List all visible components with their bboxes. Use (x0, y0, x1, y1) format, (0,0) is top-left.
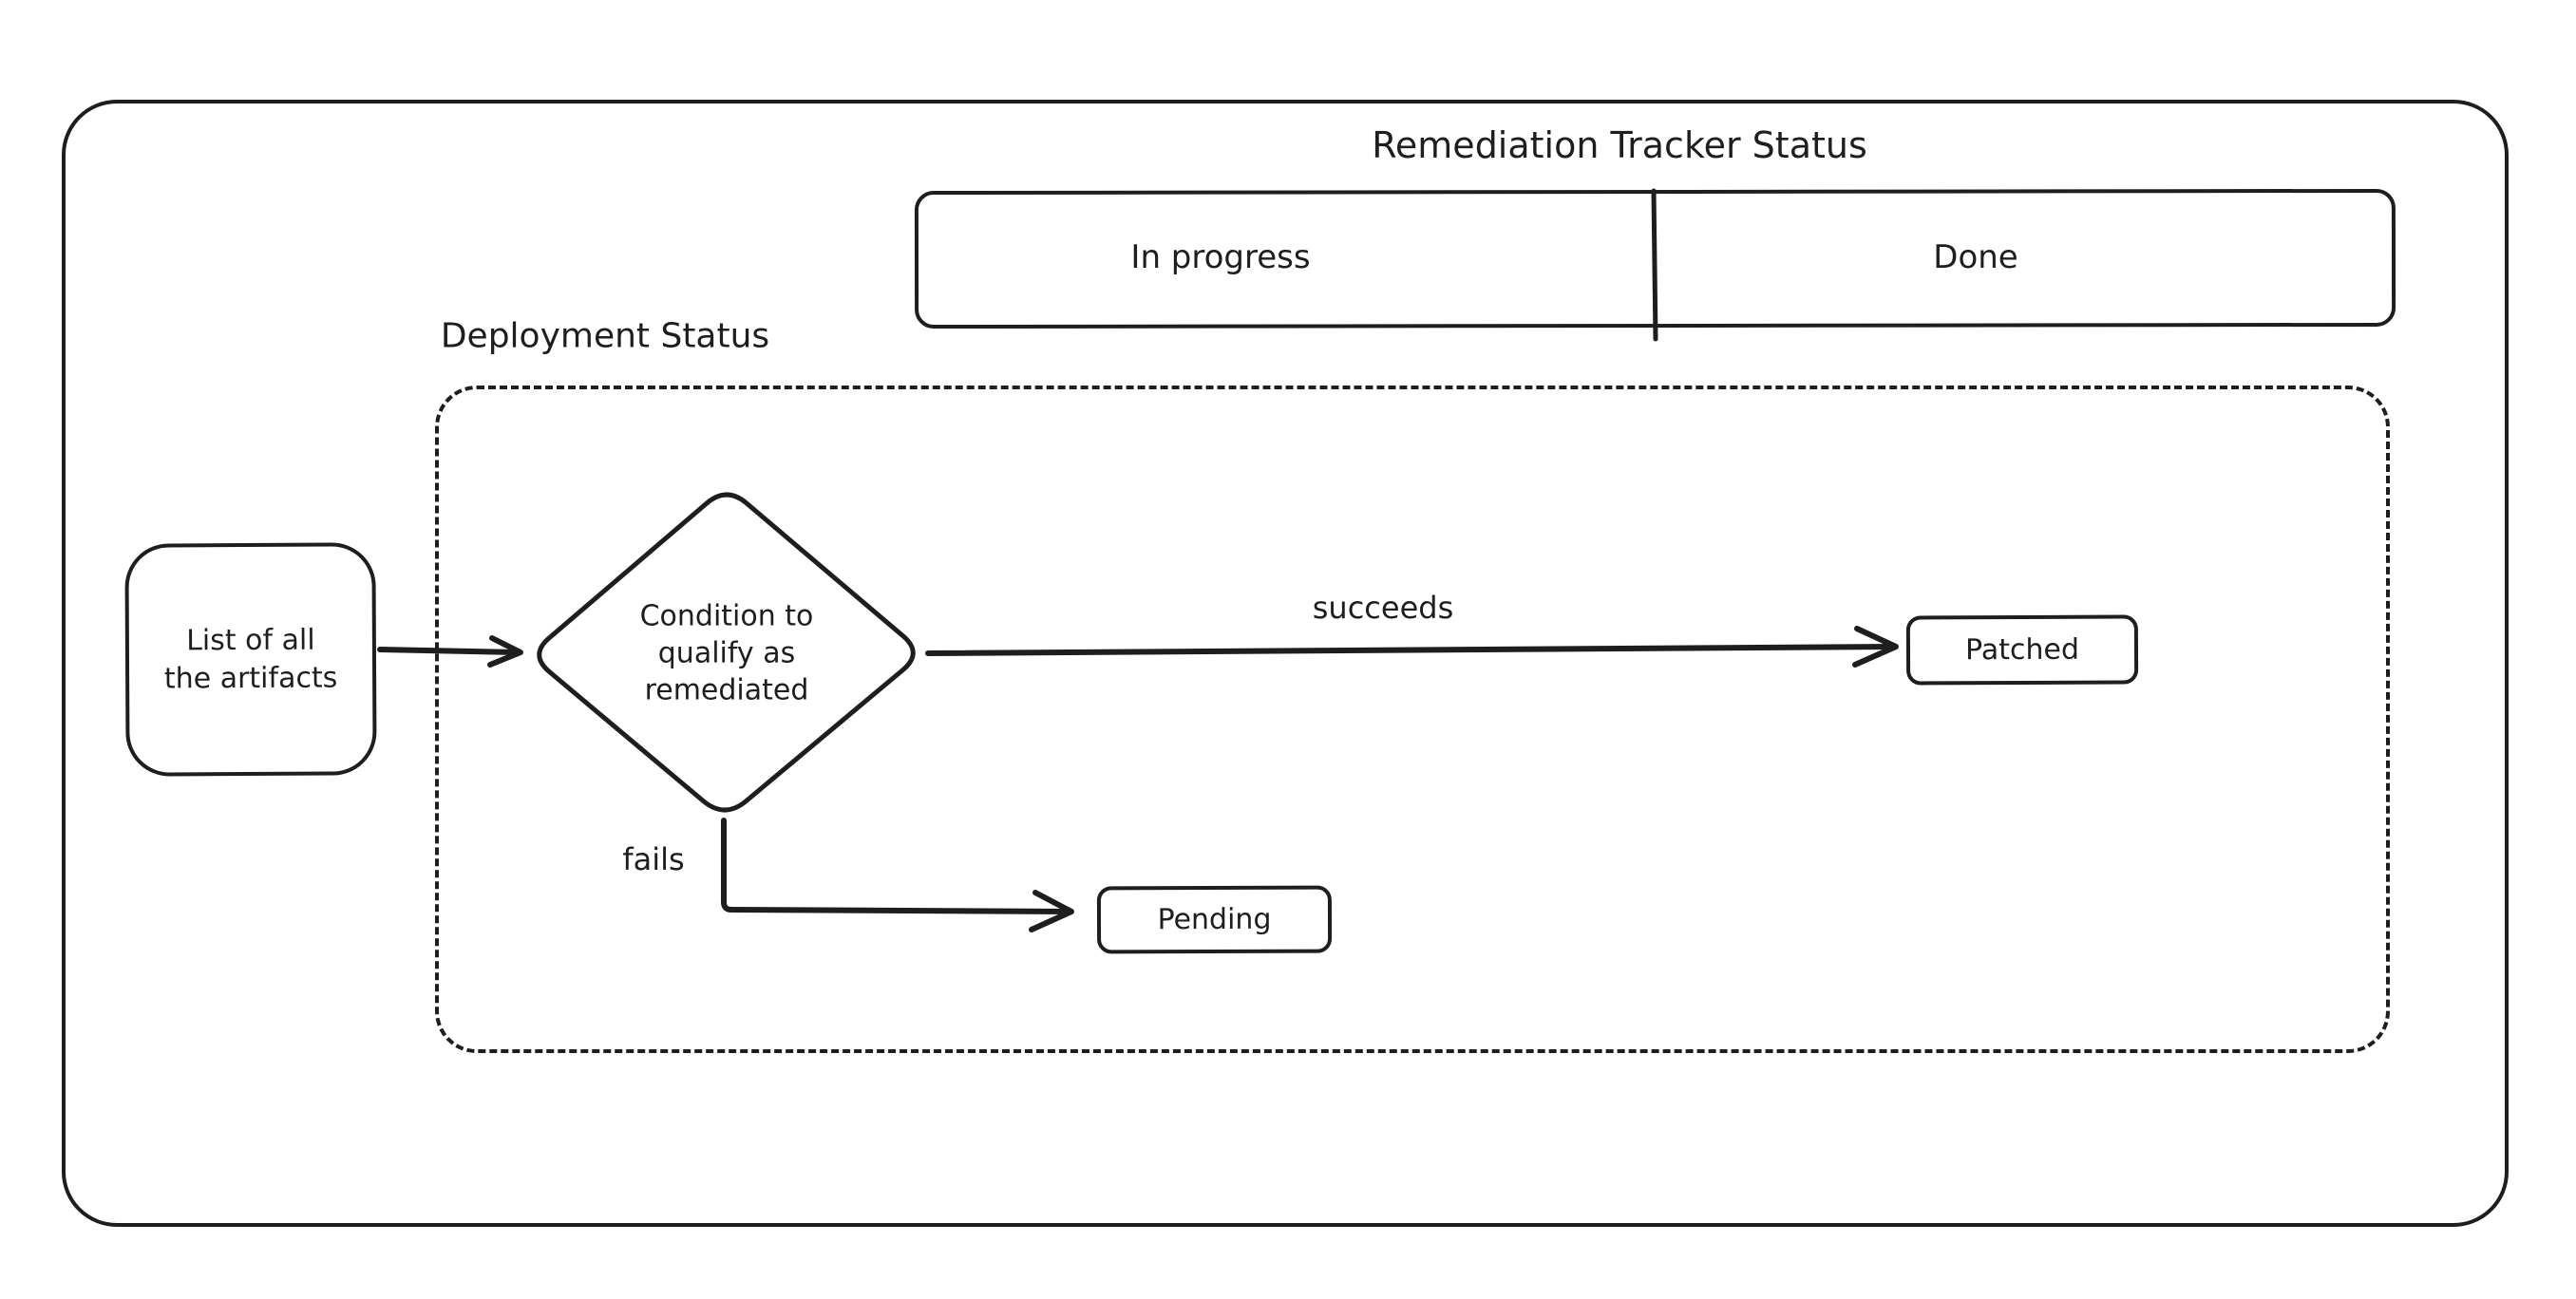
arrow-succeeds-head (1852, 626, 1899, 668)
edge-label-fails: fails (622, 841, 685, 877)
node-condition-shape (537, 492, 916, 813)
diagram-title: Remediation Tracker Status (1372, 124, 1867, 166)
tracker-divider-line (1651, 188, 1658, 342)
tracker-cell-done-label: Done (1933, 238, 2018, 276)
deployment-status-label: Deployment Status (440, 316, 770, 356)
tracker-cell-in-progress-label: In progress (1130, 238, 1311, 276)
arrow-fails-line (721, 818, 1072, 914)
arrow-artifacts-to-condition-head (487, 635, 523, 668)
arrow-succeeds-line (925, 644, 1897, 656)
deployment-status-container (435, 386, 2390, 1053)
node-condition-label: Condition to qualify as remediated (639, 599, 814, 707)
edge-label-succeeds: succeeds (1312, 590, 1454, 626)
arrow-fails-head (1029, 890, 1074, 932)
outer-container (62, 100, 2509, 1227)
arrow-artifacts-to-condition-line (377, 647, 521, 655)
